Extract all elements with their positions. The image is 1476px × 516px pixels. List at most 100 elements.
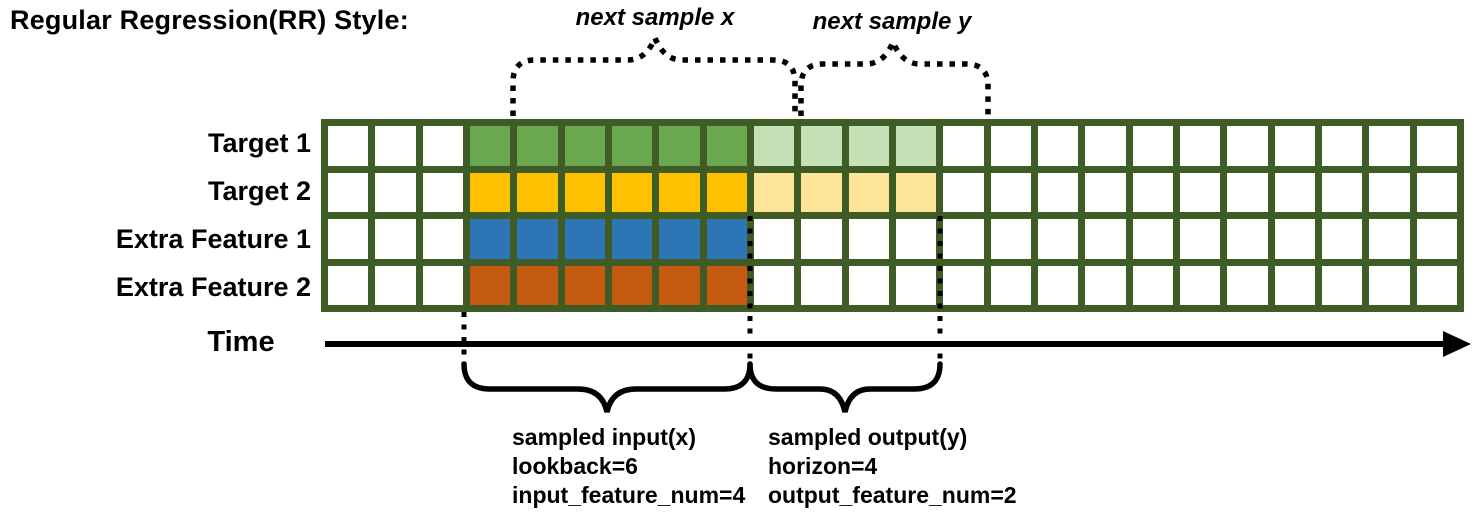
grid-cell xyxy=(422,265,463,305)
time-arrowhead-icon xyxy=(1443,331,1471,357)
grid-cell xyxy=(801,126,842,166)
grid-cell xyxy=(943,265,984,305)
sampled-output-text: sampled output(y) horizon=4 output_featu… xyxy=(768,423,1017,510)
grid-cell xyxy=(422,219,463,259)
grid-cell xyxy=(990,172,1031,212)
grid-cell xyxy=(564,172,605,212)
grid-cell xyxy=(943,172,984,212)
grid-cell xyxy=(753,172,795,212)
grid-cell xyxy=(1179,265,1221,305)
sampled-output-brace xyxy=(747,361,943,413)
grid-cell xyxy=(895,219,937,259)
grid-cell xyxy=(1132,172,1173,212)
grid-cell xyxy=(375,219,416,259)
grid-cell xyxy=(659,126,700,166)
grid-cell xyxy=(517,126,558,166)
grid-cell xyxy=(943,219,984,259)
grid-cell xyxy=(469,219,511,259)
grid-cell xyxy=(469,265,511,305)
next-sample-x-brace xyxy=(510,30,798,116)
grid-cell xyxy=(1369,126,1410,166)
sampled-input-brace xyxy=(461,361,753,413)
grid-cell xyxy=(1179,172,1221,212)
grid-cell xyxy=(1132,219,1173,259)
grid-cell xyxy=(422,172,463,212)
input-feature-num-value: input_feature_num=4 xyxy=(512,482,746,508)
grid-cell xyxy=(328,172,369,212)
grid-cell xyxy=(1321,265,1363,305)
grid-cell xyxy=(1037,219,1079,259)
grid-cell xyxy=(1369,265,1410,305)
grid-cell xyxy=(1085,265,1126,305)
grid-cell xyxy=(801,172,842,212)
grid-cell xyxy=(517,219,558,259)
grid-cell xyxy=(990,219,1031,259)
grid-cell xyxy=(801,219,842,259)
grid-cell xyxy=(1321,219,1363,259)
grid-cell xyxy=(375,265,416,305)
grid-cell xyxy=(1037,172,1079,212)
grid-cell xyxy=(753,219,795,259)
grid-cell xyxy=(1321,172,1363,212)
grid-cell xyxy=(564,265,605,305)
grid-cell xyxy=(1227,219,1268,259)
grid-cell xyxy=(611,265,653,305)
grid-cell xyxy=(1179,219,1221,259)
lookback-value: lookback=6 xyxy=(512,453,638,479)
grid-cell xyxy=(1227,126,1268,166)
grid-cell xyxy=(848,172,889,212)
grid-cell xyxy=(1227,265,1268,305)
grid-cell xyxy=(611,172,653,212)
grid-cell xyxy=(1274,219,1315,259)
grid-cell xyxy=(1369,172,1410,212)
grid-cell xyxy=(564,219,605,259)
next-sample-y-brace xyxy=(798,34,991,116)
diagram-title: Regular Regression(RR) Style: xyxy=(10,5,409,35)
grid-cell xyxy=(1321,126,1363,166)
sample-grid xyxy=(321,119,1464,312)
grid-cell xyxy=(564,126,605,166)
grid-cell xyxy=(848,126,889,166)
grid-cell xyxy=(1227,172,1268,212)
grid-cell xyxy=(1369,219,1410,259)
grid-cell xyxy=(611,126,653,166)
grid-cell xyxy=(659,172,700,212)
grid-cell xyxy=(375,126,416,166)
row-label-extra-feature-2: Extra Feature 2 xyxy=(115,272,311,303)
sampled-input-text: sampled input(x) lookback=6 input_featur… xyxy=(512,423,745,510)
grid-cell xyxy=(895,126,937,166)
row-labels: Target 1 Target 2 Extra Feature 1 Extra … xyxy=(0,119,311,312)
grid-cell xyxy=(895,172,937,212)
grid-cell xyxy=(328,265,369,305)
horizon-value: horizon=4 xyxy=(768,453,878,479)
grid-cell xyxy=(422,126,463,166)
grid-cell xyxy=(1416,219,1457,259)
grid-cell xyxy=(706,219,747,259)
grid-cell xyxy=(848,219,889,259)
grid-cell xyxy=(659,219,700,259)
grid-cell xyxy=(517,265,558,305)
next-sample-y-label: next sample y xyxy=(812,8,972,35)
grid-cell xyxy=(753,126,795,166)
grid-cell xyxy=(1416,126,1457,166)
grid-cell xyxy=(1037,126,1079,166)
grid-cell xyxy=(1274,265,1315,305)
sampled-output-title: sampled output(y) xyxy=(768,424,968,450)
grid-cell xyxy=(1274,126,1315,166)
row-label-extra-feature-1: Extra Feature 1 xyxy=(115,224,311,255)
grid-cell xyxy=(1085,172,1126,212)
grid-cell xyxy=(469,126,511,166)
grid-cell xyxy=(1274,172,1315,212)
grid-cell xyxy=(706,265,747,305)
grid-cell xyxy=(328,219,369,259)
output-feature-num-value: output_feature_num=2 xyxy=(768,482,1017,508)
next-sample-x-label: next sample x xyxy=(575,4,735,31)
grid-cell xyxy=(659,265,700,305)
grid-cell xyxy=(801,265,842,305)
grid-cell xyxy=(1037,265,1079,305)
row-label-target-2: Target 2 xyxy=(207,175,311,206)
grid-cell xyxy=(1179,126,1221,166)
grid-cell xyxy=(1132,126,1173,166)
grid-cell xyxy=(1416,172,1457,212)
grid-cell xyxy=(1416,265,1457,305)
